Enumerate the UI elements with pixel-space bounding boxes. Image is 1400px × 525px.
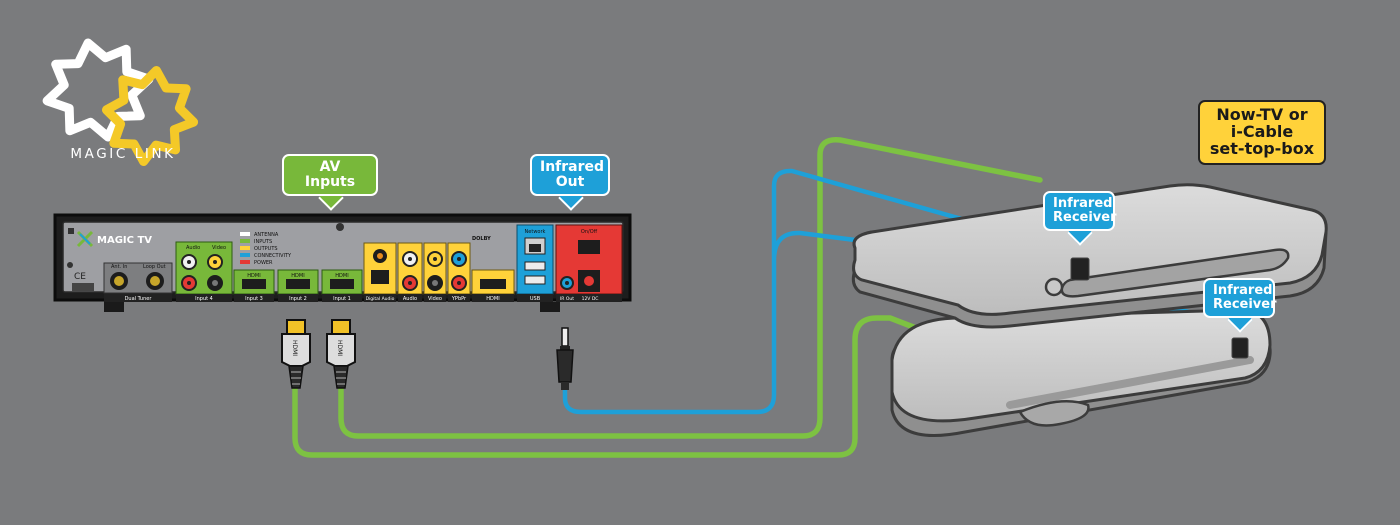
port-color-legend: ANTENNA INPUTS OUTPUTS CONNECTIVITY POWE…	[240, 232, 292, 266]
hdmi-cable-green-1	[292, 315, 963, 458]
set-top-box-callout: Now-TV or i-Cable set-top-box	[1198, 100, 1326, 166]
hdmi-input3-port-label: HDMI	[247, 273, 260, 279]
device-logo-text: MAGIC TV	[97, 235, 152, 246]
usb-label: USB	[530, 296, 541, 302]
hdmi-input2-port	[286, 279, 310, 289]
set-top-box-line-3: set-top-box	[1209, 138, 1315, 158]
dc-label: 12V DC	[582, 296, 599, 302]
magic-tv-logo-icon	[76, 230, 94, 248]
legend-outputs: OUTPUTS	[254, 246, 278, 252]
input4-video-label: Video	[212, 245, 226, 251]
network-label: Network	[525, 229, 546, 235]
ypbpr-label: YPbPr	[451, 296, 467, 302]
hdmi-input1-port-label: HDMI	[335, 273, 348, 279]
hdmi-input1-label: Input 1	[333, 296, 351, 302]
infrared-receiver-2-line-2: Receiver	[1213, 296, 1277, 312]
dual-tuner-label: Dual Tuner	[125, 296, 153, 302]
hdmi-plug-1-label: HDMI	[291, 340, 298, 356]
input4-label: Input 4	[195, 296, 213, 302]
power-switch	[578, 240, 600, 254]
certification-icons: CE	[72, 272, 94, 291]
legend-connectivity: CONNECTIVITY	[254, 253, 292, 259]
ant-in-label: Ant. In	[111, 264, 127, 270]
digital-audio-label: Digital Audio	[366, 296, 395, 302]
hdmi-plug-2-label: HDMI	[336, 340, 343, 356]
magic-tv-device: MAGIC TV CE Ant. In Loop Out Dual Tuner …	[53, 213, 632, 312]
hdmi-plug-2: HDMI	[326, 319, 356, 389]
magic-link-logo-icon	[42, 38, 199, 167]
infrared-receiver-1-line-1: Infrared	[1053, 196, 1113, 211]
video-out-label: Video	[428, 296, 442, 302]
hdmi-input3-label: Input 3	[245, 296, 263, 302]
ir-out-label: IR Out	[560, 296, 574, 302]
av-inputs-callout: AV Inputs	[282, 154, 378, 212]
usb-port-2	[524, 275, 546, 285]
hdmi-input2-port-label: HDMI	[291, 273, 304, 279]
infrared-receiver-1-callout: Infrared Receiver	[1043, 191, 1117, 247]
set-top-box-line-1: Now-TV or	[1216, 105, 1308, 124]
legend-antenna: ANTENNA	[254, 232, 279, 238]
infrared-out-line-1: Infrared	[540, 159, 605, 175]
infrared-out-callout: Infrared Out	[530, 154, 610, 212]
brand-name: MAGIC LINK	[70, 146, 176, 162]
hdmi-out-port	[480, 279, 506, 289]
infrared-receiver-2-callout: Infrared Receiver	[1203, 278, 1277, 334]
av-inputs-line-2: Inputs	[304, 173, 356, 190]
dolby-label: DOLBY	[472, 236, 491, 242]
infrared-receiver-2-line-1: Infrared	[1213, 283, 1273, 298]
ir-jack-plug	[556, 327, 574, 390]
infrared-out-line-2: Out	[555, 173, 585, 190]
audio-out-label: Audio	[403, 296, 417, 302]
set-top-box-lower	[890, 308, 1272, 437]
hdmi-plug-1: HDMI	[281, 319, 311, 389]
hdmi-input2-label: Input 2	[289, 296, 307, 302]
usb-port-1	[524, 261, 546, 271]
infrared-receiver-1-line-2: Receiver	[1053, 209, 1117, 225]
set-top-box-line-2: i-Cable	[1230, 121, 1294, 141]
legend-inputs: INPUTS	[254, 239, 272, 245]
hdmi-out-label: HDMI	[486, 296, 499, 302]
svg-text:CE: CE	[74, 272, 86, 282]
input4-audio-label: Audio	[186, 245, 200, 251]
av-inputs-line-1: AV	[319, 159, 341, 175]
legend-power: POWER	[254, 260, 273, 266]
on-off-label: On/Off	[581, 229, 598, 235]
optical-port	[371, 270, 389, 284]
hdmi-input1-port	[330, 279, 354, 289]
loop-out-label: Loop Out	[143, 264, 166, 270]
hdmi-input3-port	[242, 279, 266, 289]
hdmi-cable-green-2	[338, 137, 1043, 439]
